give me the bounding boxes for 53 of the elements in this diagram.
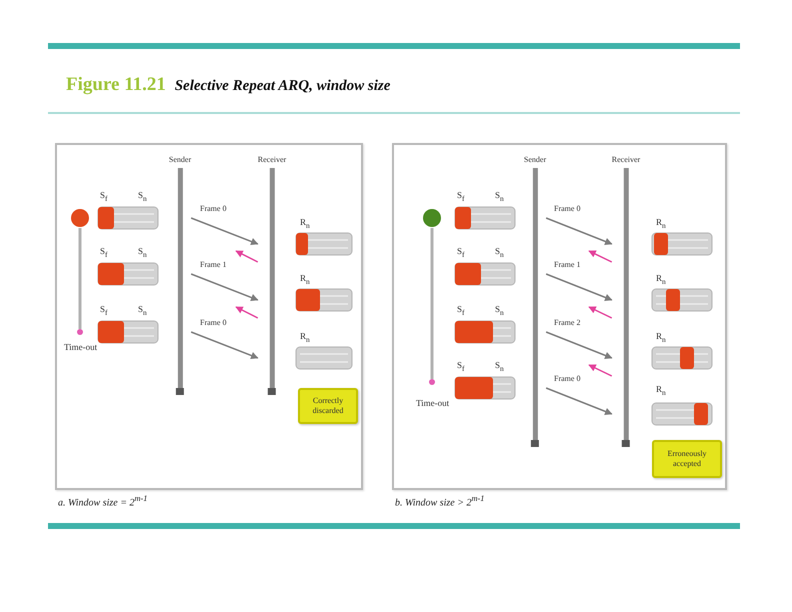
panel-caption: b. Window size > 2$^{m-1}$ (395, 494, 484, 508)
panel-caption: a. Window size = 2$^{m-1}$ (58, 494, 148, 508)
edge-label: Frame 2 (554, 318, 580, 328)
window-pointer-label: R$_{n}$ (656, 331, 666, 345)
window-pointer-label: S$_{n}$ (495, 304, 504, 318)
window-pointer-label: S$_{n}$ (138, 246, 147, 260)
window-pointer-label: R$_{n}$ (300, 217, 310, 231)
window-pointer-label: S$_{n}$ (495, 190, 504, 204)
window-pointer-label: R$_{n}$ (656, 273, 666, 287)
lost-ack-arrow (588, 250, 612, 263)
window-pointer-label: R$_{n}$ (300, 331, 310, 345)
window-pointer-label: S$_{f}$ (457, 246, 465, 260)
edge-label: Frame 0 (554, 374, 580, 384)
edge-label: Frame 1 (554, 260, 580, 270)
edge-label: Frame 0 (554, 204, 580, 214)
window-pointer-label: S$_{n}$ (495, 246, 504, 260)
lost-ack-arrow (235, 306, 258, 319)
lifeline: Receiver (612, 155, 640, 447)
lifeline: Sender (168, 155, 192, 395)
timeout-label: Time-out (64, 342, 98, 352)
lifeline: Sender (524, 155, 546, 447)
edge-label: Frame 1 (200, 260, 226, 270)
frame-arrow (546, 217, 612, 245)
window-pointer-label: R$_{n}$ (300, 273, 310, 287)
window-pointer-label: R$_{n}$ (656, 217, 666, 231)
window-pointer-label: S$_{f}$ (457, 190, 465, 204)
edge-label: Frame 0 (200, 318, 226, 328)
frame-arrow (546, 273, 612, 301)
window-pointer-label: S$_{n}$ (495, 360, 504, 374)
figure-title: Figure 11.21 Selective Repeat ARQ, window size (66, 74, 390, 96)
diagram-panel (55, 143, 363, 490)
status-note: Erroneously accepted (652, 440, 722, 478)
frame-arrow (190, 217, 258, 246)
status-note: Correctly discarded (298, 388, 358, 424)
window-pointer-label: S$_{f}$ (100, 190, 108, 204)
window-pointer-label: S$_{n}$ (138, 190, 147, 204)
lost-ack-arrow (588, 364, 612, 377)
frame-arrow (190, 273, 258, 302)
window-pointer-label: S$_{f}$ (457, 304, 465, 318)
window-pointer-label: S$_{f}$ (457, 360, 465, 374)
window-pointer-label: S$_{f}$ (100, 304, 108, 318)
frame-arrow (546, 331, 612, 359)
window-pointer-label: R$_{n}$ (656, 384, 666, 398)
lost-ack-arrow (235, 250, 258, 263)
timeout-label: Time-out (416, 398, 450, 408)
lost-ack-arrow (588, 306, 612, 319)
edge-label: Frame 0 (200, 204, 226, 214)
window-pointer-label: S$_{f}$ (100, 246, 108, 260)
frame-arrow (190, 331, 258, 360)
window-pointer-label: S$_{n}$ (138, 304, 147, 318)
lifeline: Receiver (258, 155, 286, 395)
frame-arrow (546, 387, 612, 415)
diagram-panel (392, 143, 727, 490)
